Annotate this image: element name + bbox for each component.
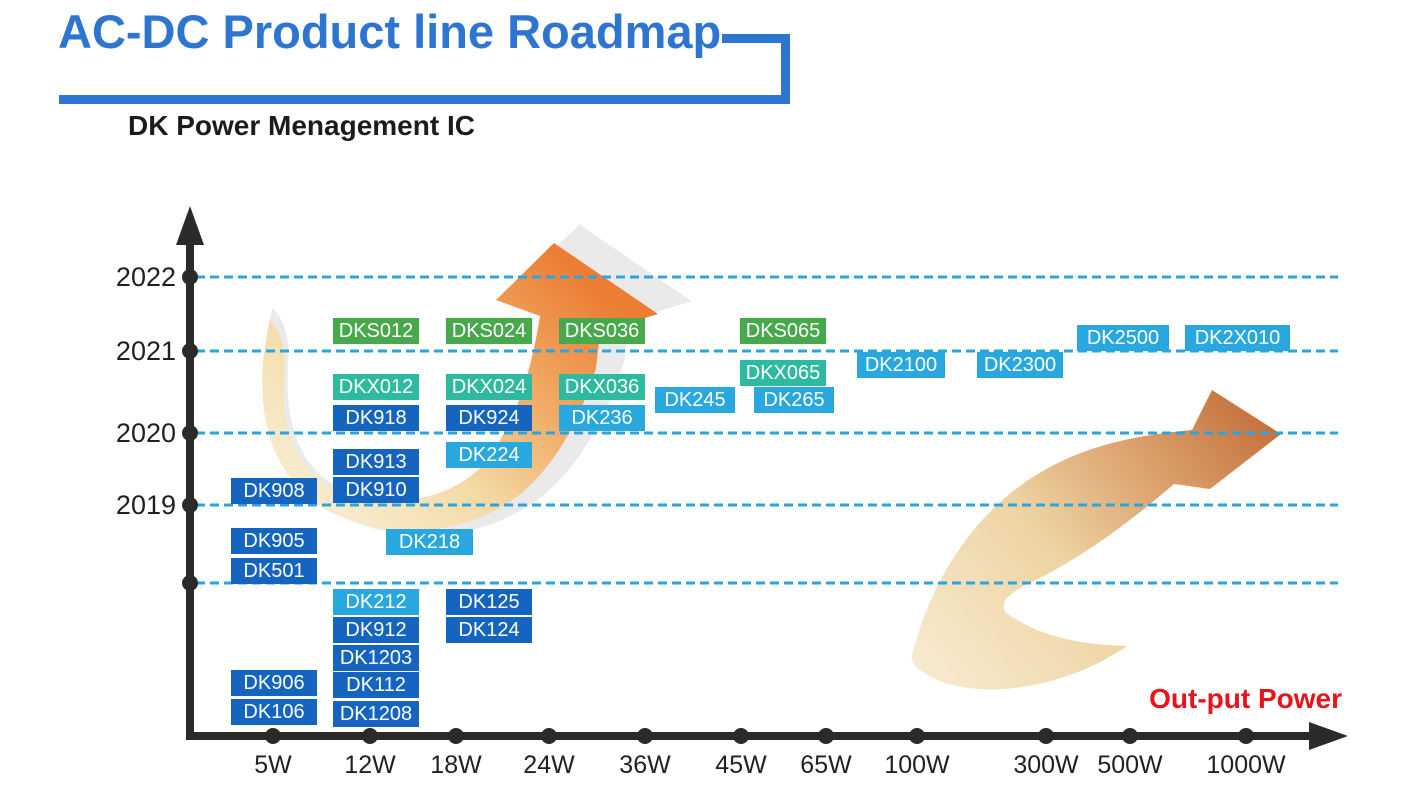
axis-dot — [182, 497, 198, 513]
x-tick-label: 24W — [523, 751, 575, 779]
axis-dot — [182, 575, 198, 591]
product-chip: DK218 — [386, 529, 473, 555]
axis-dot — [1122, 728, 1138, 744]
product-chip: DK112 — [333, 672, 419, 698]
product-chip: DK905 — [231, 528, 317, 554]
title-bracket-vertical — [781, 34, 790, 104]
product-chip: DKX036 — [559, 374, 645, 400]
y-axis-arrowhead — [176, 206, 204, 245]
product-chip: DK212 — [333, 589, 419, 615]
axis-dot — [1238, 728, 1254, 744]
title-bracket-horizontal — [722, 34, 790, 43]
product-chip: DK1208 — [333, 701, 419, 727]
product-chip: DK2500 — [1077, 325, 1169, 351]
axis-dot — [541, 728, 557, 744]
product-chip: DK125 — [446, 589, 532, 615]
year-label: 2022 — [115, 262, 176, 292]
x-tick-label: 5W — [254, 751, 292, 779]
product-chip: DK910 — [333, 477, 419, 503]
page-title: AC-DC Product line Roadmap — [58, 5, 722, 58]
product-chip: DKX012 — [333, 374, 419, 400]
x-axis-title: Out-put Power — [1149, 683, 1342, 714]
x-tick-label: 45W — [715, 751, 767, 779]
axis-dot — [362, 728, 378, 744]
axis-dot — [182, 343, 198, 359]
axis-dot — [733, 728, 749, 744]
x-tick-label: 1000W — [1206, 751, 1286, 779]
product-chip: DK908 — [231, 478, 317, 504]
year-label: 2021 — [115, 336, 176, 366]
product-chip: DK2300 — [977, 352, 1063, 378]
product-chip: DK913 — [333, 449, 419, 475]
axis-dot — [818, 728, 834, 744]
product-chip: DK224 — [446, 442, 532, 468]
x-tick-label: 100W — [884, 751, 950, 779]
gridlines-group — [196, 275, 1338, 585]
axis-dot — [909, 728, 925, 744]
product-chip: DK106 — [231, 699, 317, 725]
product-chip: DKX065 — [740, 360, 826, 386]
axis-dot — [1038, 728, 1054, 744]
year-label: 2019 — [115, 490, 176, 520]
x-tick-label: 36W — [619, 751, 671, 779]
product-chip: DK124 — [446, 617, 532, 643]
x-tick-label: 300W — [1013, 751, 1079, 779]
product-chip: DK912 — [333, 617, 419, 643]
product-chip: DK2X010 — [1185, 325, 1290, 351]
x-axis — [186, 732, 1314, 740]
product-chip: DK236 — [559, 405, 645, 431]
x-tick-label: 500W — [1097, 751, 1163, 779]
title-underline — [59, 95, 790, 104]
y-axis — [186, 228, 194, 740]
decorative-arrow-right — [911, 390, 1281, 690]
axis-dots-group — [182, 269, 1254, 744]
product-chip: DK501 — [231, 558, 317, 584]
product-chip: DK1203 — [333, 645, 419, 671]
subtitle: DK Power Menagement IC — [128, 110, 475, 141]
product-chip: DKS024 — [446, 318, 532, 344]
product-chip: DK924 — [446, 405, 532, 431]
decorative-arrow-up — [262, 243, 658, 531]
x-axis-arrowhead — [1309, 722, 1348, 750]
product-chip: DK265 — [754, 387, 834, 413]
axis-dot — [448, 728, 464, 744]
axis-dot — [182, 269, 198, 285]
axis-dot — [265, 728, 281, 744]
axis-dot — [182, 425, 198, 441]
product-chip: DKS036 — [559, 318, 645, 344]
product-chip: DK2100 — [857, 352, 945, 378]
x-tick-label: 18W — [430, 751, 482, 779]
product-chip: DKS012 — [333, 318, 419, 344]
product-chip: DKS065 — [740, 318, 826, 344]
product-chip: DK906 — [231, 670, 317, 696]
axis-dot — [637, 728, 653, 744]
product-chip: DKX024 — [446, 374, 532, 400]
product-chip: DK918 — [333, 405, 419, 431]
product-chip: DK245 — [655, 387, 735, 413]
x-tick-label: 65W — [800, 751, 852, 779]
year-label: 2020 — [115, 418, 176, 448]
x-tick-label: 12W — [344, 751, 396, 779]
